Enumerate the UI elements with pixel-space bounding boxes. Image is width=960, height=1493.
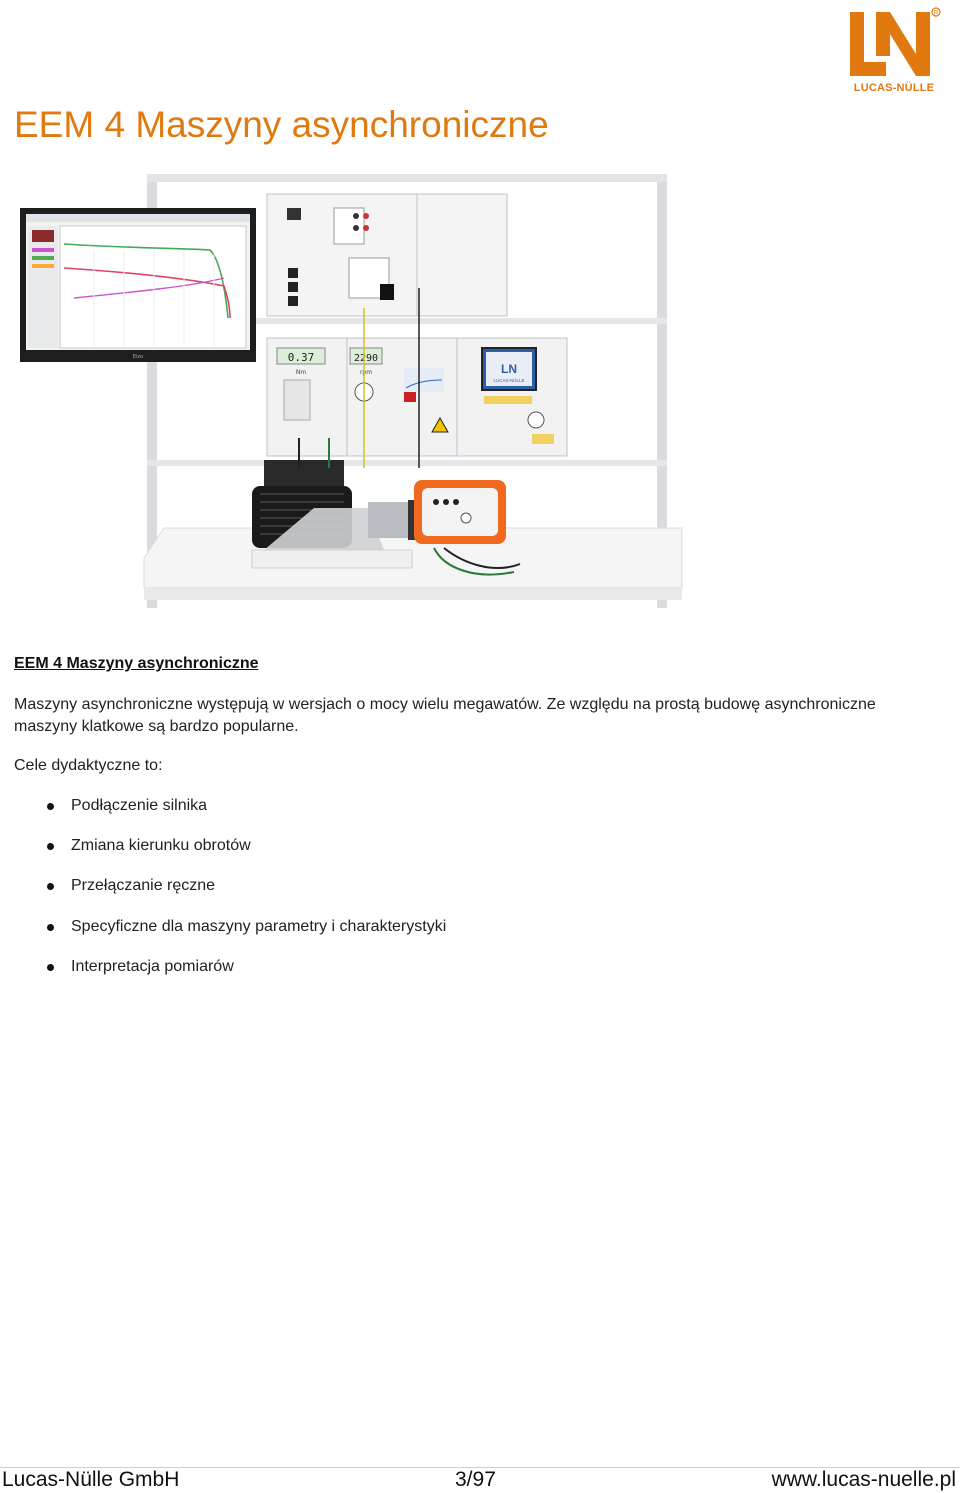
list-item: Zmiana kierunku obrotów	[0, 836, 446, 876]
footer-company: Lucas-Nülle GmbH	[2, 1468, 180, 1491]
ln-logo-icon: R	[850, 7, 941, 76]
svg-text:LN: LN	[501, 362, 517, 376]
list-item-text: Przełączanie ręczne	[71, 877, 216, 895]
svg-text:R: R	[934, 11, 939, 17]
bullet-icon	[47, 923, 54, 931]
frame-top-rail	[147, 174, 667, 182]
frame-rail-low	[147, 460, 667, 466]
list-item-text: Interpretacja pomiarów	[71, 957, 234, 975]
frame-rail-mid	[147, 318, 667, 324]
svg-text:0.37: 0.37	[288, 351, 315, 364]
goals-label: Cele dydaktyczne to:	[14, 757, 163, 774]
list-item-text: Zmiana kierunku obrotów	[71, 837, 251, 855]
intro-paragraph: Maszyny asynchroniczne występują w wersj…	[14, 696, 876, 735]
coupling	[368, 502, 408, 538]
footer-website[interactable]: www.lucas-nuelle.pl	[771, 1468, 956, 1491]
list-item: Przełączanie ręczne	[0, 876, 446, 916]
svg-text:2290: 2290	[354, 353, 378, 364]
frame-upright-right	[657, 174, 667, 608]
list-item: Interpretacja pomiarów	[0, 957, 446, 997]
list-item: Podłączenie silnika	[0, 796, 446, 836]
bullet-icon	[47, 963, 54, 971]
svg-text:Nm: Nm	[296, 369, 306, 376]
upper-panel-right	[416, 193, 508, 317]
svg-text:LUCAS-NÜLLE: LUCAS-NÜLLE	[493, 377, 524, 383]
list-item-text: Podłączenie silnika	[71, 797, 208, 814]
svg-text:rpm: rpm	[360, 369, 372, 376]
bullet-icon	[47, 883, 54, 891]
footer-divider	[0, 1467, 960, 1468]
bullet-icon	[47, 803, 54, 810]
svg-text:Eizo: Eizo	[133, 354, 143, 360]
list-item: Specyficzne dla maszyny parametry i char…	[0, 917, 446, 957]
goals-list: Podłączenie silnika Zmiana kierunku obro…	[0, 796, 446, 997]
footer-page-indicator: 3/97	[455, 1468, 496, 1491]
section-link[interactable]: EEM 4 Maszyny asynchroniczne	[14, 655, 259, 672]
bullet-icon	[47, 843, 54, 851]
frame-upright-left	[147, 174, 157, 608]
page-title: EEM 4 Maszyny asynchroniczne	[14, 104, 549, 145]
product-photo: Eizo 0.37 Nm 2290 rpm LN LUCAS-NÜLLE	[14, 168, 704, 613]
logo-wordmark: LUCAS-NÜLLE	[853, 82, 935, 94]
company-logo: R LUCAS-NÜLLE	[846, 4, 942, 96]
list-item-text: Specyficzne dla maszyny parametry i char…	[71, 917, 447, 935]
